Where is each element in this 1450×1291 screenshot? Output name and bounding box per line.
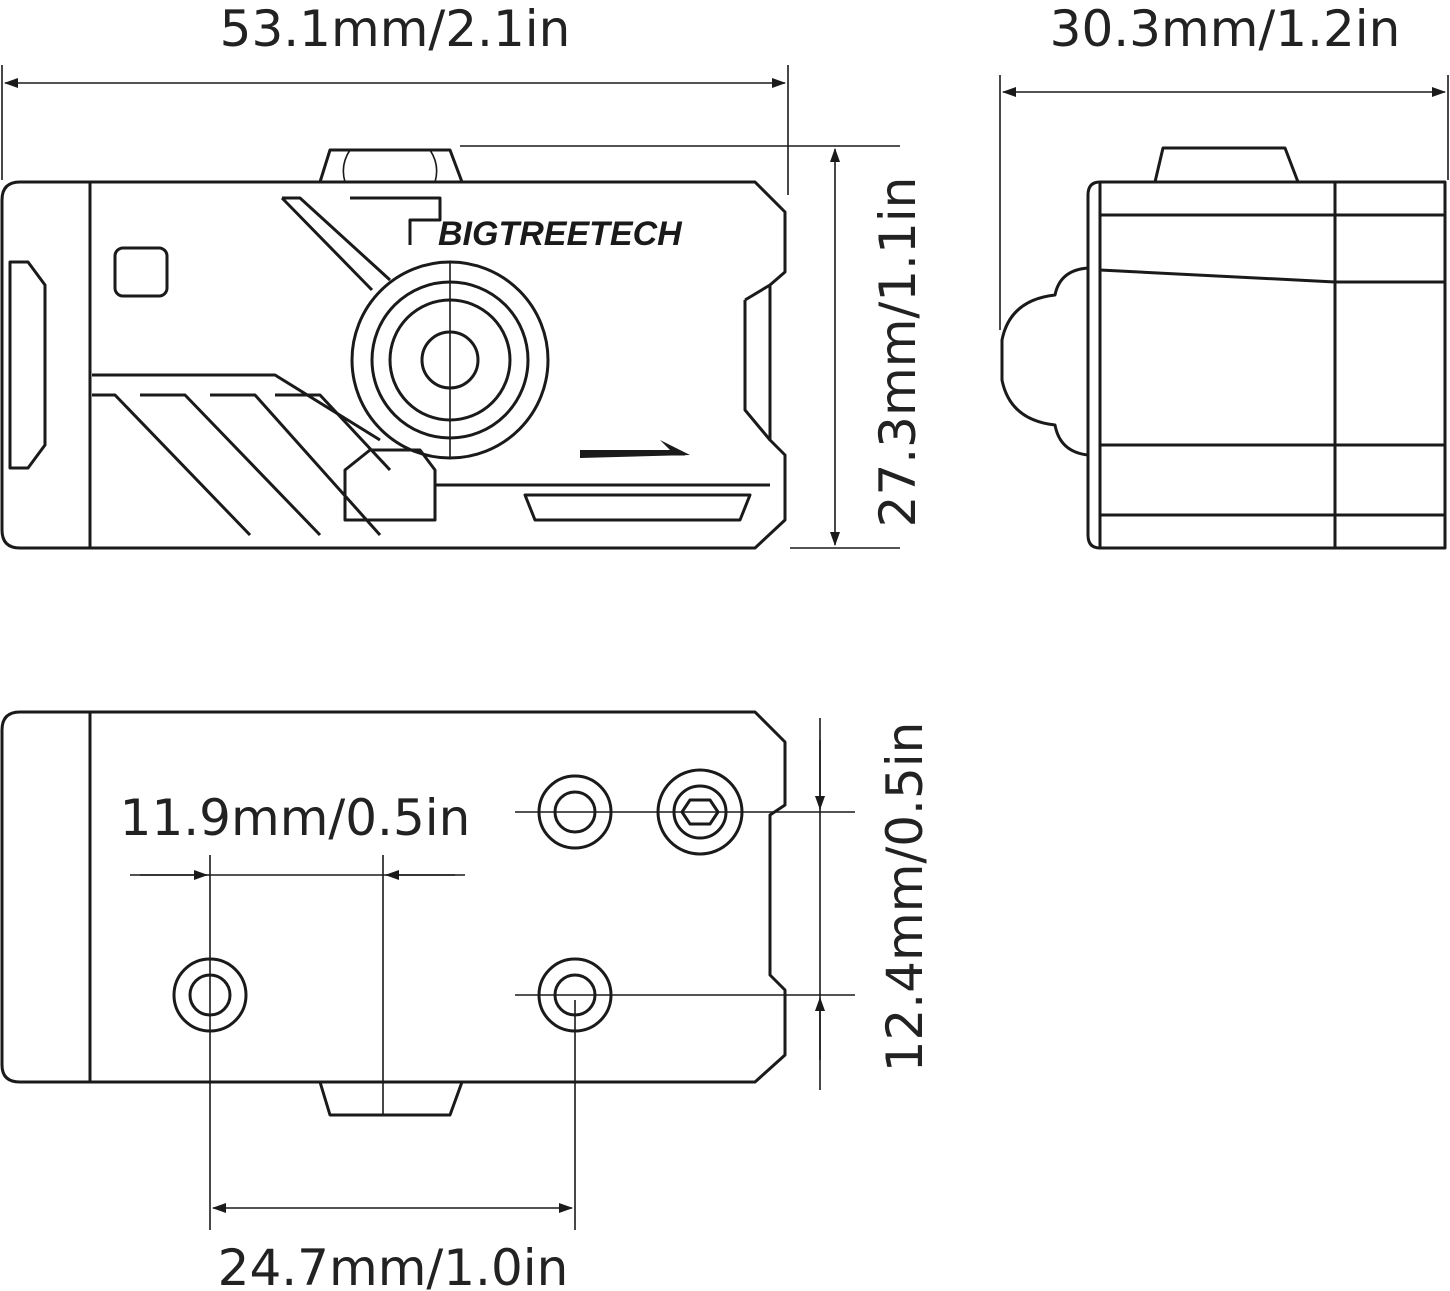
front-view: BIGTREETECH	[0, 148, 787, 550]
dimension-hole-spacing-vertical: 12.4mm/0.5in	[876, 722, 934, 1073]
dimension-front-height: 27.3mm/1.1in	[869, 177, 927, 528]
brand-logo: BIGTREETECH	[438, 215, 683, 253]
dimension-hole-spacing-small: 11.9mm/0.5in	[120, 789, 471, 847]
side-view	[1000, 146, 1447, 550]
dimension-side-width: 30.3mm/1.2in	[1050, 0, 1401, 58]
status-led	[113, 246, 169, 298]
dimension-front-width: 53.1mm/2.1in	[220, 0, 571, 58]
dimension-hole-spacing-wide: 24.7mm/1.0in	[218, 1239, 569, 1291]
dimension-lines	[1, 65, 1449, 1230]
bottom-view	[0, 710, 787, 1117]
